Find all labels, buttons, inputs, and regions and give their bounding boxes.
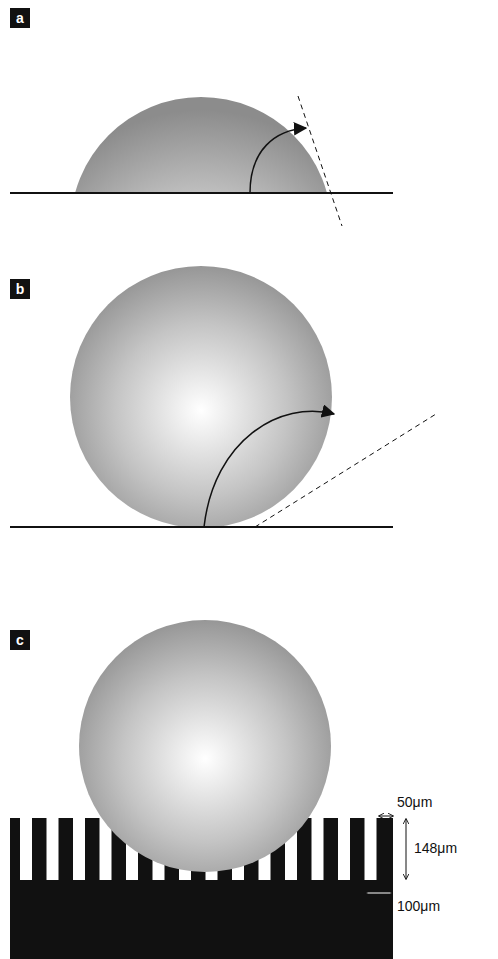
dimension-arrow <box>379 816 393 817</box>
angle-arrow <box>250 128 306 193</box>
dimension-label: 100μm <box>397 898 440 914</box>
dimension-label: 148μm <box>414 840 457 856</box>
pillar-gap <box>338 818 350 880</box>
panel-letter: c <box>10 630 30 650</box>
panel-letter: b <box>10 279 30 299</box>
pillar-gap <box>312 818 324 880</box>
droplet <box>70 266 332 528</box>
dimension-arrow <box>366 893 392 894</box>
pillar-gap <box>365 818 377 880</box>
panel-letter: a <box>10 8 30 28</box>
pillar-gap <box>73 818 85 880</box>
droplet <box>79 620 331 872</box>
substrate-line <box>10 192 393 194</box>
tangent-line <box>298 96 342 226</box>
substrate-line <box>10 526 393 528</box>
pillar-gap <box>47 818 59 880</box>
pillar-gap <box>20 818 32 880</box>
angle-arrow <box>204 411 334 527</box>
tangent-line <box>255 414 436 527</box>
dimension-arrow <box>406 819 407 879</box>
droplet <box>70 97 331 193</box>
dimension-label: 50μm <box>397 794 432 810</box>
